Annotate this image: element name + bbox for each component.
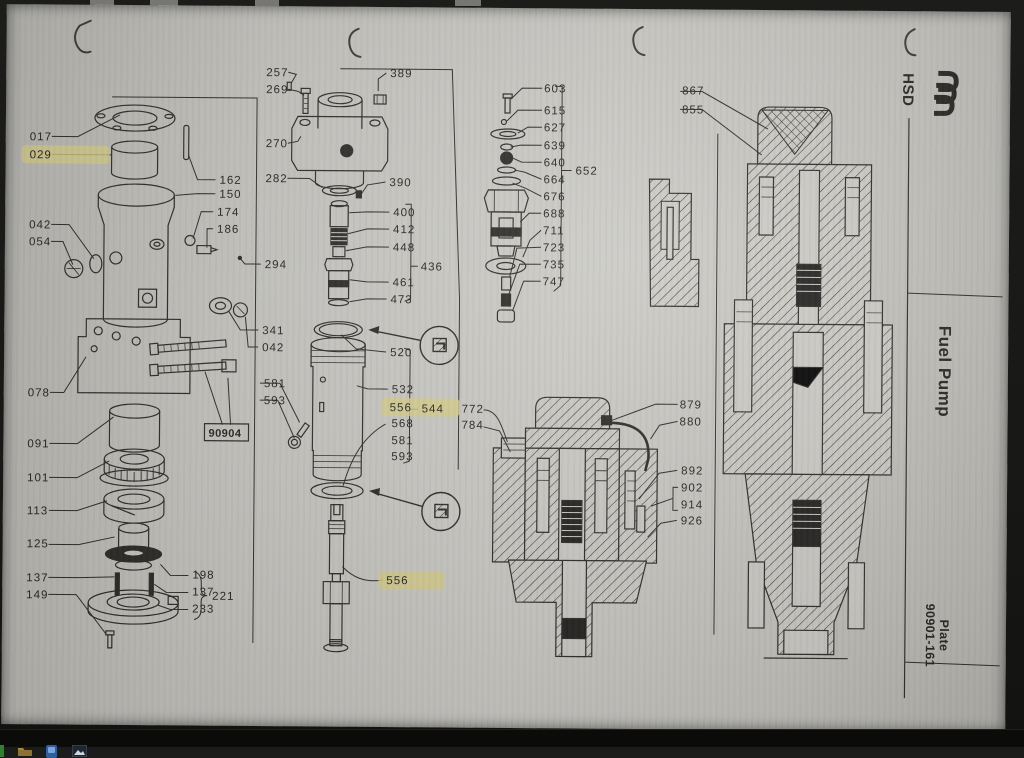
taskbar [0,729,1024,758]
frame-lines [112,68,719,644]
bezel-glint [255,0,279,7]
part-label-615: 615 [544,105,566,117]
part-label-448: 448 [393,242,415,254]
part-label-137: 137 [26,572,48,584]
exploded-view-left [64,104,249,649]
part-label-473: 473 [390,294,412,306]
part-label-556: 556 [390,402,412,414]
brand-logo-icon [933,70,959,116]
part-label-867: 867 [682,85,704,97]
part-label-125: 125 [27,538,49,550]
highlight-556 [378,571,445,590]
part-label-436: 436 [421,261,443,273]
photographed-plate: 90904 017 029 042 054 162 150 174 186 294 341 042 5… [1,4,1011,732]
part-label-581: 581 [391,435,413,447]
part-label-233: 233 [192,604,214,616]
detail-balloons [368,325,461,532]
exploded-view-center [286,81,389,653]
part-labels: 017 029 042 054 162 150 174 186 294 341 042 581 593 0… [26,67,704,616]
part-label-735: 735 [543,259,565,271]
part-label-390: 390 [389,177,411,189]
part-label-723: 723 [543,242,565,254]
plate-number: 90901-161 [923,604,937,667]
plate-word: Plate [937,619,951,651]
part-label-029: 029 [30,149,52,161]
part-label-294: 294 [265,259,287,271]
part-label-113: 113 [27,505,48,517]
part-label-627: 627 [544,122,566,134]
part-label-879: 879 [680,399,702,411]
part-label-926: 926 [681,515,703,527]
part-label-544: 544 [422,403,444,415]
plate-drawing: 90904 017 029 042 054 162 150 174 186 294 341 042 5… [21,19,1003,699]
part-label-784: 784 [461,420,483,432]
margin-titleblock: HSD Fuel Pump Plate 90901-161 [899,70,1003,699]
highlight-029 [21,145,110,164]
plate-title: Fuel Pump [935,326,955,418]
bezel-glint [455,0,481,6]
part-label-593: 593 [391,451,413,463]
part-label-101: 101 [27,472,49,484]
part-label-688: 688 [543,208,565,220]
part-label-652: 652 [575,166,597,178]
part-label-341: 341 [262,325,284,337]
exploded-view-valve-stack [483,93,529,323]
part-label-593: 593 [264,395,286,407]
part-label-186: 186 [217,224,239,236]
part-label-880: 880 [680,416,702,428]
part-label-520: 520 [390,347,412,359]
brand-text: HSD [899,73,916,106]
part-label-772: 772 [462,404,484,416]
highlight-556 [381,398,460,417]
part-label-640: 640 [544,157,566,169]
part-label-568: 568 [392,418,414,430]
part-label-412: 412 [393,224,415,236]
part-label-269: 269 [266,84,288,96]
part-label-461: 461 [393,277,415,289]
cross-section-center [491,396,658,658]
part-label-902: 902 [681,482,703,494]
part-label-257: 257 [266,67,288,79]
part-label-042: 042 [262,342,284,354]
part-label-892: 892 [681,465,703,477]
stamp-text: 90904 [208,428,242,440]
part-label-664: 664 [543,174,565,186]
stamp-90904: 90904 [203,423,250,442]
part-label-914: 914 [681,499,703,511]
part-label-389: 389 [390,68,412,80]
part-label-639: 639 [544,140,566,152]
bezel-glint [90,0,114,6]
part-label-270: 270 [266,138,288,150]
part-label-747: 747 [543,276,565,288]
part-label-532: 532 [392,384,414,396]
pen-marks [74,19,917,58]
part-label-581: 581 [264,378,286,390]
part-label-676: 676 [543,191,565,203]
part-label-198: 198 [192,570,214,582]
leader-lines [48,71,769,635]
part-label-174: 174 [217,207,239,219]
part-label-091: 091 [27,438,49,450]
part-label-855: 855 [682,104,704,116]
bezel-glint [150,0,178,6]
part-label-221: 221 [212,591,234,603]
section-fragment [648,178,700,308]
part-label-137: 137 [192,587,214,599]
part-label-078: 078 [28,387,50,399]
part-label-603: 603 [544,83,566,95]
part-label-017: 017 [30,131,52,143]
part-label-149: 149 [26,589,48,601]
part-label-042: 042 [29,219,51,231]
part-label-556: 556 [386,575,408,587]
cross-section-right [722,106,893,660]
part-label-150: 150 [219,189,241,201]
part-label-711: 711 [543,225,564,237]
part-label-054: 054 [29,236,51,248]
part-label-400: 400 [393,207,415,219]
part-label-282: 282 [265,173,287,185]
part-label-162: 162 [219,175,241,187]
highlighter-marks [21,145,460,590]
